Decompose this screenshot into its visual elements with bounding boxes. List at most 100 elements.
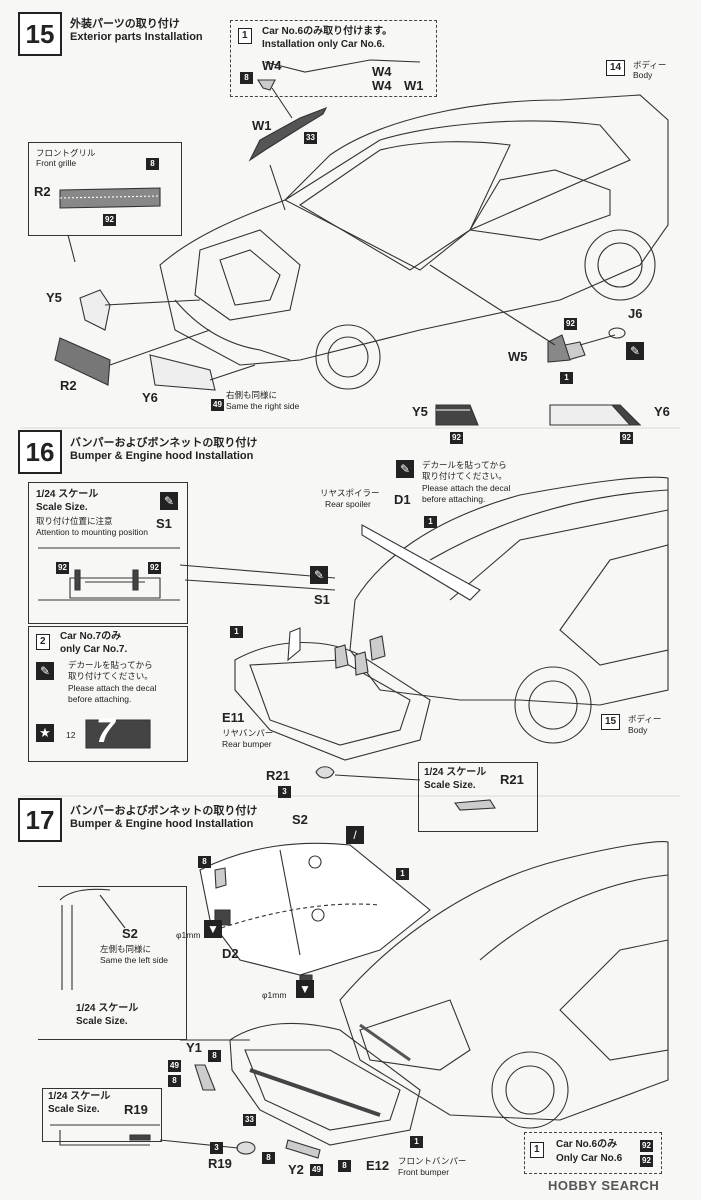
drill-icon-1: ▼ xyxy=(204,920,222,938)
label-y5-b: Y5 xyxy=(412,404,428,419)
scale2-jp: 1/24 スケール xyxy=(424,767,487,778)
same-right-jp: 右側も同様に xyxy=(226,390,278,400)
glue-icon: ✎ xyxy=(626,342,644,360)
part-8-y2: 8 xyxy=(262,1152,275,1164)
label-s2-inset: S2 xyxy=(122,926,138,941)
part-92-d: 92 xyxy=(620,432,633,444)
paint-stripe-icon: / xyxy=(346,826,364,844)
step-15-title-en: Exterior parts Installation xyxy=(70,31,203,43)
front-bumper-jp: フロントバンパー xyxy=(398,1156,467,1166)
part-49-y1: 49 xyxy=(168,1060,181,1072)
decal-icon-top: ✎ xyxy=(396,460,414,478)
part-33-bumper: 33 xyxy=(243,1114,256,1126)
decal-top-en2: before attaching. xyxy=(422,494,486,504)
rear-bumper-jp: リヤバンパー xyxy=(222,728,274,738)
scale-jp: 1/24 スケール xyxy=(36,489,99,500)
part-1-hood: 1 xyxy=(396,868,409,880)
part-8-hood: 8 xyxy=(198,856,211,868)
spoiler-jp: リヤスポイラー xyxy=(320,488,380,498)
car7-decal-jp: デカールを貼ってから xyxy=(68,660,153,670)
caution-en: Attention to mounting position xyxy=(36,527,148,537)
label-s2: S2 xyxy=(292,812,308,827)
car7-en: only Car No.7. xyxy=(60,644,128,655)
label-e11: E11 xyxy=(222,710,245,725)
body-15-en: Body xyxy=(628,725,648,735)
drill-phi-1: φ1mm xyxy=(176,930,201,940)
step-16-title-jp: バンパーおよびボンネットの取り付け xyxy=(70,437,258,449)
part-92-a: 92 xyxy=(103,214,116,226)
part-92-inset-b: 92 xyxy=(148,562,161,574)
label-r2-b: R2 xyxy=(60,378,77,393)
part-8-bumper: 8 xyxy=(338,1160,351,1172)
rear-bumper-en: Rear bumper xyxy=(222,739,272,749)
body-14-number: 14 xyxy=(606,60,626,76)
label-y1: Y1 xyxy=(186,1040,202,1055)
scale2-en-17: Scale Size. xyxy=(48,1104,100,1115)
car6-note-en: Installation only Car No.6. xyxy=(262,39,385,50)
step-16-number: 16 xyxy=(18,430,62,474)
same-left-jp: 左側も同様に xyxy=(100,944,152,954)
car7-decal-en2: before attaching. xyxy=(68,694,132,704)
label-w1: W1 xyxy=(252,118,272,133)
grille-jp: フロントグリル xyxy=(36,148,96,158)
part-3-r19: 3 xyxy=(210,1142,223,1154)
part-1-spoiler: 1 xyxy=(424,516,437,528)
label-y6: Y6 xyxy=(142,390,158,405)
body-15-number: 15 xyxy=(601,714,621,730)
car7-decal-jp2: 取り付けてください。 xyxy=(68,671,153,681)
decal-icon: ✎ xyxy=(160,492,178,510)
step-17-number: 17 xyxy=(18,798,62,842)
caution-jp: 取り付け位置に注意 xyxy=(36,516,113,526)
part-8-a: 8 xyxy=(240,72,253,84)
front-bumper-en: Front bumper xyxy=(398,1167,450,1177)
part-1-bumper: 1 xyxy=(230,626,243,638)
part-92-b: 92 xyxy=(564,318,577,330)
drill-phi-2: φ1mm xyxy=(262,990,287,1000)
part-92-inset-a: 92 xyxy=(56,562,69,574)
decal-top-en: Please attach the decal xyxy=(422,483,511,493)
step-15-title-jp: 外装パーツの取り付け xyxy=(70,18,180,30)
label-r2-a: R2 xyxy=(34,184,51,199)
part-8-y1: 8 xyxy=(208,1050,221,1062)
star-number: 12 xyxy=(66,730,76,740)
step-17-title-jp: バンパーおよびボンネットの取り付け xyxy=(70,805,258,817)
part-49-y2: 49 xyxy=(310,1164,323,1176)
car6-wiper-box xyxy=(230,20,437,97)
car6-number-icon-17: 1 xyxy=(530,1142,544,1158)
part-1-fbumper: 1 xyxy=(410,1136,423,1148)
body-15-jp: ボディー xyxy=(628,714,662,724)
front-grille-box xyxy=(28,142,182,236)
step-15-number: 15 xyxy=(18,12,62,56)
label-e12: E12 xyxy=(366,1158,390,1173)
drill-icon-2: ▼ xyxy=(296,980,314,998)
scale-en-17: Scale Size. xyxy=(76,1016,128,1027)
car7-jp: Car No.7のみ xyxy=(60,631,122,642)
body-14-jp: ボディー xyxy=(633,60,667,70)
scale-inset-r19 xyxy=(42,1088,162,1142)
star-decal-icon: ★ xyxy=(36,724,54,742)
scale-inset-s1 xyxy=(28,482,188,624)
part-3: 3 xyxy=(278,786,291,798)
label-y6-b: Y6 xyxy=(654,404,670,419)
car7-number-icon: 2 xyxy=(36,634,50,650)
car6-note-jp-17: Car No.6のみ xyxy=(556,1139,618,1150)
grille-en: Front grille xyxy=(36,158,77,168)
same-right-en: Same the right side xyxy=(226,401,300,411)
decal-icon-car7: ✎ xyxy=(36,662,54,680)
label-w4-b: W4 xyxy=(372,64,392,79)
label-r19: R19 xyxy=(208,1156,232,1171)
label-w1-b: W1 xyxy=(404,78,424,93)
car6-note-jp: Car No.6のみ取り付けます。 xyxy=(262,26,393,37)
car7-decal-en: Please attach the decal xyxy=(68,683,157,693)
label-y2: Y2 xyxy=(288,1162,304,1177)
spoiler-en: Rear spoiler xyxy=(325,499,371,509)
label-d1: D1 xyxy=(394,492,411,507)
part-8-b: 8 xyxy=(146,158,159,170)
scale2-en: Scale Size. xyxy=(424,780,476,791)
decal-top-jp: デカールを貼ってから xyxy=(422,460,507,470)
part-49: 49 xyxy=(211,399,224,411)
part-92-c: 92 xyxy=(450,432,463,444)
car6-number-icon: 1 xyxy=(238,28,252,44)
label-w5: W5 xyxy=(508,349,528,364)
